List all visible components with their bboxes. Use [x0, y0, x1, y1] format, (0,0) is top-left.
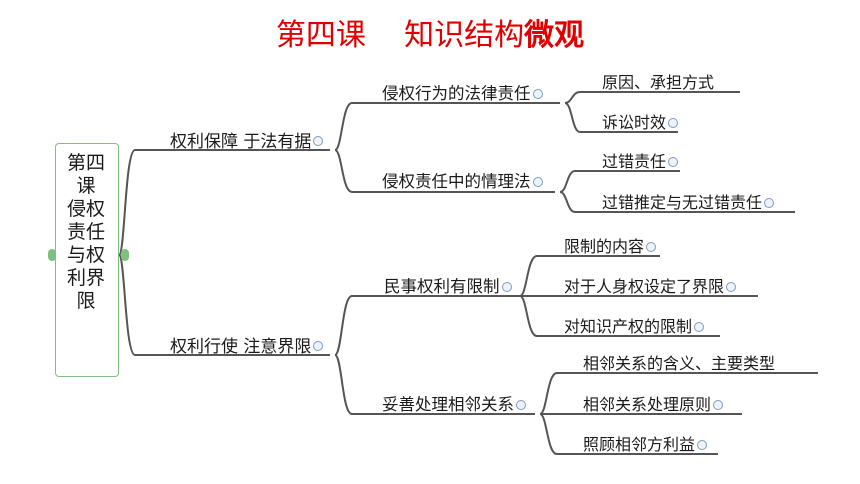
page-title: 第四课 知识结构微观 [275, 18, 585, 53]
right-handle[interactable] [121, 249, 129, 261]
leaf-neighbor-meaning[interactable]: 相邻关系的含义、主要类型 [583, 354, 776, 373]
collapse-icon[interactable] [726, 281, 737, 292]
collapse-icon[interactable] [313, 136, 324, 146]
leaf-limitation[interactable]: 诉讼时效 [602, 109, 679, 133]
left-handle[interactable] [48, 249, 56, 261]
branch-rights-exercise[interactable]: 权利行使 注意界限 [170, 332, 324, 357]
node-neighbor-relations[interactable]: 妥善处理相邻关系 [382, 391, 526, 415]
collapse-icon[interactable] [313, 341, 324, 351]
collapse-icon[interactable] [697, 439, 708, 450]
leaf-care-neighbor[interactable]: 照顾相邻方利益 [583, 431, 708, 455]
leaf-personal-rights[interactable]: 对于人身权设定了界限 [564, 273, 737, 297]
leaf-cause-method[interactable]: 原因、承担方式 [602, 73, 715, 92]
title-emphasis: 微观 [524, 18, 585, 53]
collapse-icon[interactable] [668, 156, 679, 167]
collapse-icon[interactable] [516, 399, 526, 410]
root-node[interactable]: 第四课 侵权责任与权利界限 [55, 143, 119, 377]
collapse-icon[interactable] [764, 197, 775, 208]
leaf-presumed-fault[interactable]: 过错推定与无过错责任 [602, 189, 775, 213]
collapse-icon[interactable] [646, 241, 657, 252]
leaf-neighbor-principles[interactable]: 相邻关系处理原则 [583, 391, 724, 415]
collapse-icon[interactable] [501, 281, 512, 292]
collapse-icon[interactable] [668, 117, 679, 128]
collapse-icon[interactable] [713, 399, 724, 410]
collapse-icon[interactable] [532, 88, 543, 99]
node-civil-rights-limit[interactable]: 民事权利有限制 [384, 273, 512, 297]
branch-rights-protection[interactable]: 权利保障 于法有据 [170, 127, 324, 152]
collapse-icon[interactable] [694, 321, 705, 332]
leaf-ip-limit[interactable]: 对知识产权的限制 [564, 313, 705, 337]
leaf-limit-content[interactable]: 限制的内容 [564, 233, 657, 257]
node-tort-liability[interactable]: 侵权行为的法律责任 [382, 80, 543, 104]
leaf-fault-liability[interactable]: 过错责任 [602, 148, 679, 172]
root-label: 第四课 侵权责任与权利界限 [66, 152, 105, 312]
collapse-icon[interactable] [532, 176, 543, 187]
node-tort-reason-law[interactable]: 侵权责任中的情理法 [382, 168, 543, 192]
